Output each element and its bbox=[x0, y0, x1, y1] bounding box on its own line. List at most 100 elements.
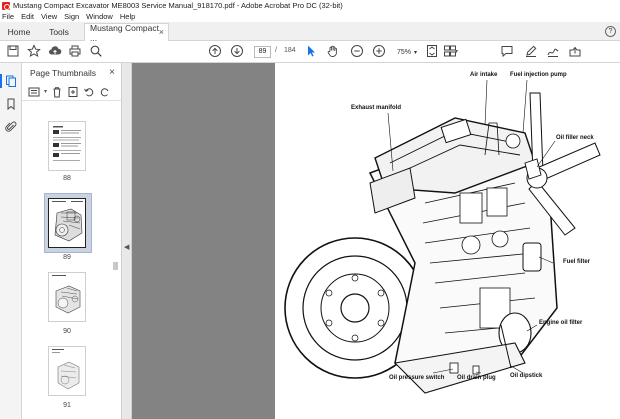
rail-active-indicator bbox=[0, 74, 2, 88]
thumbnails-toolbar: ▾ bbox=[22, 83, 121, 101]
callout-oil-filler-neck: Oil filler neck bbox=[556, 135, 594, 141]
callout-fuel-filter: Fuel filter bbox=[563, 259, 591, 265]
insert-page-icon[interactable] bbox=[67, 86, 79, 98]
bookmark-star-icon[interactable] bbox=[27, 44, 41, 58]
flywheel-hub bbox=[340, 293, 370, 323]
zoom-value: 75% bbox=[396, 48, 411, 56]
chevron-down-icon[interactable]: ▾ bbox=[455, 49, 459, 55]
save-icon[interactable] bbox=[6, 44, 20, 58]
thumbnail-page-88[interactable] bbox=[48, 121, 86, 171]
tab-tools[interactable]: Tools bbox=[49, 27, 69, 37]
comment-icon[interactable] bbox=[500, 44, 514, 58]
title-bar: Mustang Compact Excavator ME8003 Service… bbox=[0, 0, 620, 11]
flywheel-inner-ring bbox=[320, 273, 390, 343]
bookmarks-icon[interactable] bbox=[5, 98, 17, 110]
air-intake-part bbox=[440, 118, 472, 144]
tab-document[interactable]: Mustang Compact ... × bbox=[84, 22, 169, 43]
menu-edit[interactable]: Edit bbox=[21, 12, 35, 21]
pdf-page: Air intake Fuel injection pump Exhaust m… bbox=[275, 63, 620, 419]
rotate-ccw-icon[interactable] bbox=[83, 86, 95, 98]
thumbnail-options-icon[interactable] bbox=[28, 86, 40, 98]
delete-page-icon[interactable] bbox=[51, 86, 63, 98]
engine-details bbox=[422, 122, 536, 334]
thumbnails-scrollbar[interactable] bbox=[111, 104, 119, 419]
hand-icon[interactable] bbox=[326, 44, 340, 58]
thumbnail-page-90[interactable] bbox=[48, 272, 86, 322]
page-number-input[interactable]: 89 bbox=[254, 46, 271, 58]
chevron-down-icon: ▾ bbox=[414, 49, 418, 56]
magnify-icon[interactable] bbox=[89, 44, 103, 58]
thumbnail-label: 88 bbox=[63, 175, 71, 182]
window-title: Mustang Compact Excavator ME8003 Service… bbox=[13, 1, 343, 10]
page-separator: / bbox=[275, 47, 277, 54]
zoom-out-icon[interactable] bbox=[350, 44, 364, 58]
exhaust-manifold-part bbox=[369, 167, 416, 214]
scroll-mode-icon[interactable] bbox=[443, 44, 457, 58]
attachments-icon[interactable] bbox=[5, 121, 17, 133]
thumbnail-preview bbox=[53, 126, 81, 161]
thumbnail-label: 90 bbox=[63, 328, 71, 335]
print-icon[interactable] bbox=[68, 44, 82, 58]
callout-engine-oil-filter: Engine oil filter bbox=[539, 320, 583, 326]
left-rail bbox=[0, 63, 22, 419]
next-page-icon[interactable] bbox=[230, 44, 244, 58]
select-arrow-icon[interactable] bbox=[304, 44, 318, 58]
main-toolbar: 89 / 184 75% ▾ ▾ bbox=[0, 41, 620, 63]
menu-bar: File Edit View Sign Window Help bbox=[0, 11, 620, 22]
thumbnail-label: 89 bbox=[63, 254, 71, 261]
thumbnails-panel: Page Thumbnails × ▾ bbox=[22, 63, 122, 419]
thumbnails-scrollbar-thumb[interactable] bbox=[113, 262, 118, 270]
tab-home[interactable]: Home bbox=[7, 27, 31, 37]
close-tab-icon[interactable]: × bbox=[158, 27, 164, 37]
callout-oil-pressure-switch: Oil pressure switch bbox=[389, 375, 445, 381]
zoom-dropdown[interactable]: 75% ▾ bbox=[392, 46, 422, 58]
callout-exhaust-manifold: Exhaust manifold bbox=[351, 105, 402, 111]
callout-leaders bbox=[387, 79, 556, 374]
tab-document-label: Mustang Compact ... bbox=[90, 22, 159, 43]
callout-fuel-injection-pump: Fuel injection pump bbox=[510, 72, 567, 78]
oil-pressure-switch-part bbox=[449, 362, 459, 374]
thumbnail-page-89[interactable] bbox=[48, 198, 86, 248]
thumbnails-list: 88 89 90 bbox=[22, 102, 122, 419]
acrobat-logo-icon bbox=[2, 1, 10, 10]
oil-filler-neck-part bbox=[524, 158, 542, 180]
page-thumbnails-icon[interactable] bbox=[5, 75, 17, 87]
document-viewer[interactable]: Air intake Fuel injection pump Exhaust m… bbox=[132, 63, 620, 419]
fit-page-icon[interactable] bbox=[425, 44, 439, 58]
zoom-in-icon[interactable] bbox=[372, 44, 386, 58]
oil-pan bbox=[393, 342, 526, 394]
collapse-panel-icon[interactable]: ◀ bbox=[124, 244, 130, 251]
rotate-cw-icon[interactable] bbox=[99, 86, 111, 98]
cloud-upload-icon[interactable] bbox=[48, 44, 62, 58]
previous-page-icon[interactable] bbox=[208, 44, 222, 58]
fuel-filter-part bbox=[522, 242, 542, 272]
engine-illustration bbox=[284, 79, 601, 394]
panel-splitter[interactable]: ◀ bbox=[122, 63, 132, 419]
thumbnail-preview bbox=[52, 275, 81, 314]
oil-drain-plug-part bbox=[472, 365, 480, 375]
thumbnail-preview bbox=[52, 201, 83, 242]
thumbnail-page-91[interactable] bbox=[48, 346, 86, 396]
page-total: 184 bbox=[284, 47, 296, 54]
menu-file[interactable]: File bbox=[2, 12, 15, 21]
oil-dipstick-part bbox=[500, 324, 512, 369]
close-panel-icon[interactable]: × bbox=[109, 67, 115, 78]
menu-sign[interactable]: Sign bbox=[64, 12, 80, 21]
chevron-down-icon[interactable]: ▾ bbox=[44, 89, 48, 95]
menu-window[interactable]: Window bbox=[86, 12, 113, 21]
thumbnail-label: 91 bbox=[63, 402, 71, 409]
callout-oil-dipstick: Oil dipstick bbox=[510, 373, 543, 379]
menu-view[interactable]: View bbox=[41, 12, 58, 21]
thumbnails-panel-header: Page Thumbnails × bbox=[22, 63, 121, 83]
valve-cover-rib bbox=[394, 144, 521, 176]
pen-icon[interactable] bbox=[524, 44, 538, 58]
thumbnail-preview bbox=[52, 349, 80, 390]
fill-sign-icon[interactable] bbox=[546, 44, 560, 58]
share-icon[interactable] bbox=[568, 44, 582, 58]
menu-help[interactable]: Help bbox=[119, 12, 136, 21]
flywheel-bolts bbox=[325, 274, 385, 342]
help-icon[interactable]: ? bbox=[605, 26, 616, 37]
callout-oil-drain-plug: Oil drain plug bbox=[457, 375, 496, 381]
tab-bar: Home Tools Mustang Compact ... × ? bbox=[0, 22, 620, 43]
thumbnails-panel-title: Page Thumbnails bbox=[30, 68, 96, 78]
